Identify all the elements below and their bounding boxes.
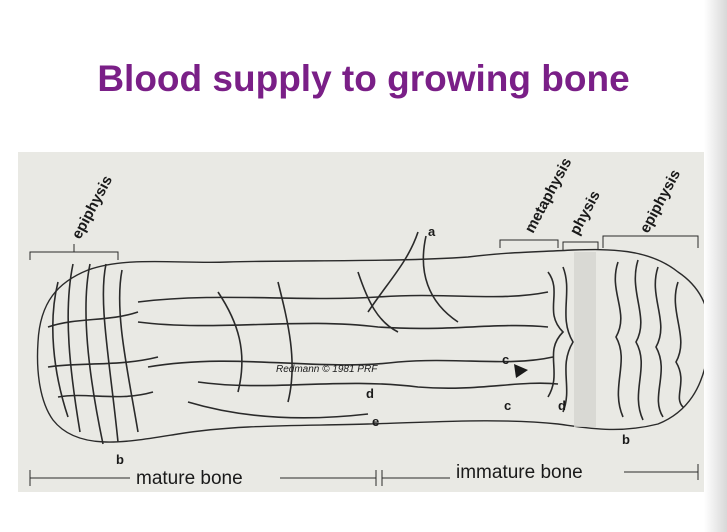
label-epiphysis-right: epiphysis <box>637 167 684 236</box>
letter-c-mid: c <box>504 398 511 413</box>
slide-title: Blood supply to growing bone <box>0 58 727 100</box>
label-epiphysis-left: epiphysis <box>69 173 116 242</box>
letter-e: e <box>372 414 379 429</box>
arrow-c <box>514 364 528 378</box>
label-immature-bone: immature bone <box>456 462 583 483</box>
right-epiphysis-vessels <box>548 260 683 420</box>
artist-signature: Redmann © 1981 PRF <box>276 364 378 375</box>
letter-d-mid: d <box>366 386 374 401</box>
label-mature-bone: mature bone <box>136 468 243 489</box>
letter-a: a <box>428 224 436 239</box>
label-physis: physis <box>567 188 604 238</box>
letter-b-right: b <box>622 432 630 447</box>
letter-b-left: b <box>116 452 124 467</box>
slide-edge-shadow <box>704 0 727 532</box>
physis-band <box>574 252 596 427</box>
left-epiphysis-vessels <box>48 264 158 444</box>
diaphysis-vessels <box>138 232 558 418</box>
bone-illustration: epiphysis metaphysis physis epiphysis <box>18 152 719 492</box>
label-metaphysis: metaphysis <box>522 155 576 236</box>
bone-diagram: epiphysis metaphysis physis epiphysis <box>18 152 719 492</box>
letter-d-right: d <box>558 398 566 413</box>
letter-c-upper: c <box>502 352 509 367</box>
